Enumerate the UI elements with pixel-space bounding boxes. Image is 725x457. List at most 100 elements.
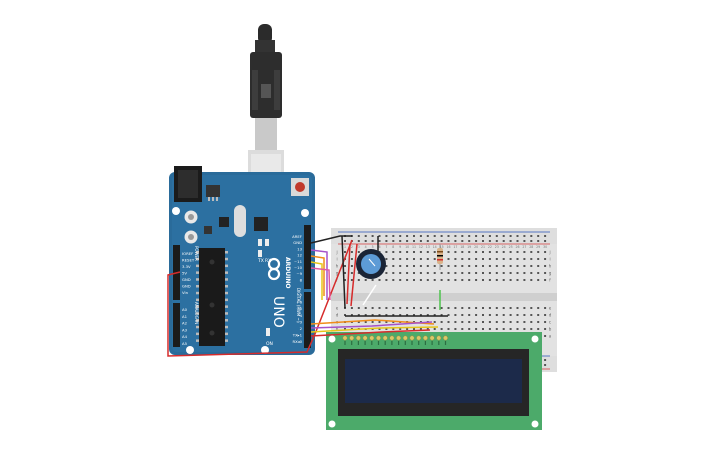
breadboard-hole[interactable]	[495, 328, 498, 330]
lcd-pin[interactable]	[355, 335, 361, 341]
breadboard-hole[interactable]	[482, 314, 484, 316]
breadboard-hole[interactable]	[344, 328, 346, 330]
breadboard-hole[interactable]	[447, 251, 450, 253]
breadboard-hole[interactable]	[350, 279, 353, 281]
breadboard-hole[interactable]	[433, 235, 436, 237]
breadboard-hole[interactable]	[537, 279, 540, 281]
breadboard-hole[interactable]	[392, 328, 395, 330]
lcd-pin[interactable]	[389, 335, 395, 341]
breadboard-hole[interactable]	[475, 265, 478, 267]
breadboard-hole[interactable]	[440, 279, 443, 281]
breadboard-hole[interactable]	[523, 251, 526, 253]
breadboard-hole[interactable]	[509, 321, 512, 323]
breadboard-hole[interactable]	[516, 328, 519, 330]
breadboard-hole[interactable]	[433, 272, 436, 274]
wires[interactable]	[167, 235, 448, 357]
breadboard-hole[interactable]	[530, 279, 533, 281]
breadboard-hole[interactable]	[544, 364, 547, 366]
breadboard-hole[interactable]	[482, 258, 484, 260]
breadboard-hole[interactable]	[468, 314, 471, 316]
breadboard-hole[interactable]	[488, 279, 491, 281]
breadboard-hole[interactable]	[378, 314, 381, 316]
breadboard-hole[interactable]	[544, 321, 547, 323]
breadboard-hole[interactable]	[537, 314, 540, 316]
breadboard-hole[interactable]	[378, 240, 381, 242]
lcd-pin[interactable]	[376, 335, 381, 341]
breadboard-hole[interactable]	[482, 251, 484, 253]
breadboard-hole[interactable]	[357, 240, 360, 242]
lcd-pin[interactable]	[382, 335, 388, 341]
breadboard-hole[interactable]	[544, 307, 547, 309]
breadboard-hole[interactable]	[392, 321, 395, 323]
breadboard-hole[interactable]	[509, 235, 512, 237]
breadboard-hole[interactable]	[413, 258, 415, 260]
breadboard-hole[interactable]	[495, 235, 498, 237]
breadboard-hole[interactable]	[406, 328, 409, 330]
breadboard-hole[interactable]	[413, 240, 415, 242]
breadboard-hole[interactable]	[495, 240, 498, 242]
breadboard-hole[interactable]	[475, 235, 478, 237]
breadboard-hole[interactable]	[385, 265, 388, 267]
lcd-pin[interactable]	[402, 335, 408, 341]
breadboard-hole[interactable]	[413, 272, 415, 274]
breadboard-hole[interactable]	[433, 240, 436, 242]
breadboard-hole[interactable]	[461, 251, 464, 253]
breadboard-hole[interactable]	[468, 307, 471, 309]
breadboard-hole[interactable]	[357, 279, 360, 281]
breadboard-hole[interactable]	[350, 251, 353, 253]
breadboard-hole[interactable]	[544, 279, 547, 281]
breadboard-hole[interactable]	[482, 265, 484, 267]
breadboard-hole[interactable]	[523, 321, 526, 323]
lcd-pin[interactable]	[342, 335, 348, 341]
lcd-pin-row[interactable]	[342, 335, 448, 345]
breadboard-hole[interactable]	[413, 307, 415, 309]
breadboard-hole[interactable]	[495, 314, 498, 316]
breadboard-hole[interactable]	[502, 314, 505, 316]
breadboard-hole[interactable]	[426, 314, 429, 316]
breadboard-hole[interactable]	[433, 279, 436, 281]
breadboard-hole[interactable]	[440, 235, 443, 237]
breadboard-hole[interactable]	[454, 314, 457, 316]
breadboard-hole[interactable]	[344, 272, 346, 274]
breadboard-hole[interactable]	[523, 235, 526, 237]
breadboard-hole[interactable]	[413, 279, 415, 281]
breadboard-hole[interactable]	[502, 235, 505, 237]
lcd-pin[interactable]	[436, 335, 442, 341]
breadboard-hole[interactable]	[495, 307, 498, 309]
breadboard-hole[interactable]	[530, 265, 533, 267]
breadboard-hole[interactable]	[406, 258, 409, 260]
breadboard-hole[interactable]	[523, 314, 526, 316]
breadboard-hole[interactable]	[488, 265, 491, 267]
breadboard-hole[interactable]	[378, 235, 381, 237]
breadboard-hole[interactable]	[406, 307, 409, 309]
breadboard-hole[interactable]	[364, 321, 367, 323]
breadboard-hole[interactable]	[385, 314, 388, 316]
breadboard-hole[interactable]	[482, 328, 484, 330]
breadboard-hole[interactable]	[447, 265, 450, 267]
breadboard-hole[interactable]	[454, 307, 457, 309]
breadboard-hole[interactable]	[419, 251, 422, 253]
breadboard-hole[interactable]	[426, 307, 429, 309]
breadboard-hole[interactable]	[502, 307, 505, 309]
breadboard-hole[interactable]	[523, 307, 526, 309]
breadboard-hole[interactable]	[461, 279, 464, 281]
breadboard-hole[interactable]	[530, 328, 533, 330]
breadboard-hole[interactable]	[350, 265, 353, 267]
breadboard-hole[interactable]	[454, 265, 457, 267]
breadboard-hole[interactable]	[392, 307, 395, 309]
breadboard-hole[interactable]	[385, 279, 388, 281]
breadboard-hole[interactable]	[371, 314, 374, 316]
breadboard-hole[interactable]	[350, 314, 353, 316]
lcd-pin[interactable]	[416, 335, 422, 341]
breadboard-hole[interactable]	[461, 240, 464, 242]
resistor-icon[interactable]	[437, 244, 443, 270]
breadboard-hole[interactable]	[371, 279, 374, 281]
breadboard-hole[interactable]	[399, 328, 402, 330]
breadboard-hole[interactable]	[385, 235, 388, 237]
breadboard-hole[interactable]	[433, 307, 436, 309]
breadboard-hole[interactable]	[433, 328, 436, 330]
breadboard-hole[interactable]	[378, 321, 381, 323]
breadboard-hole[interactable]	[488, 272, 491, 274]
breadboard-hole[interactable]	[468, 321, 471, 323]
breadboard-hole[interactable]	[399, 251, 402, 253]
